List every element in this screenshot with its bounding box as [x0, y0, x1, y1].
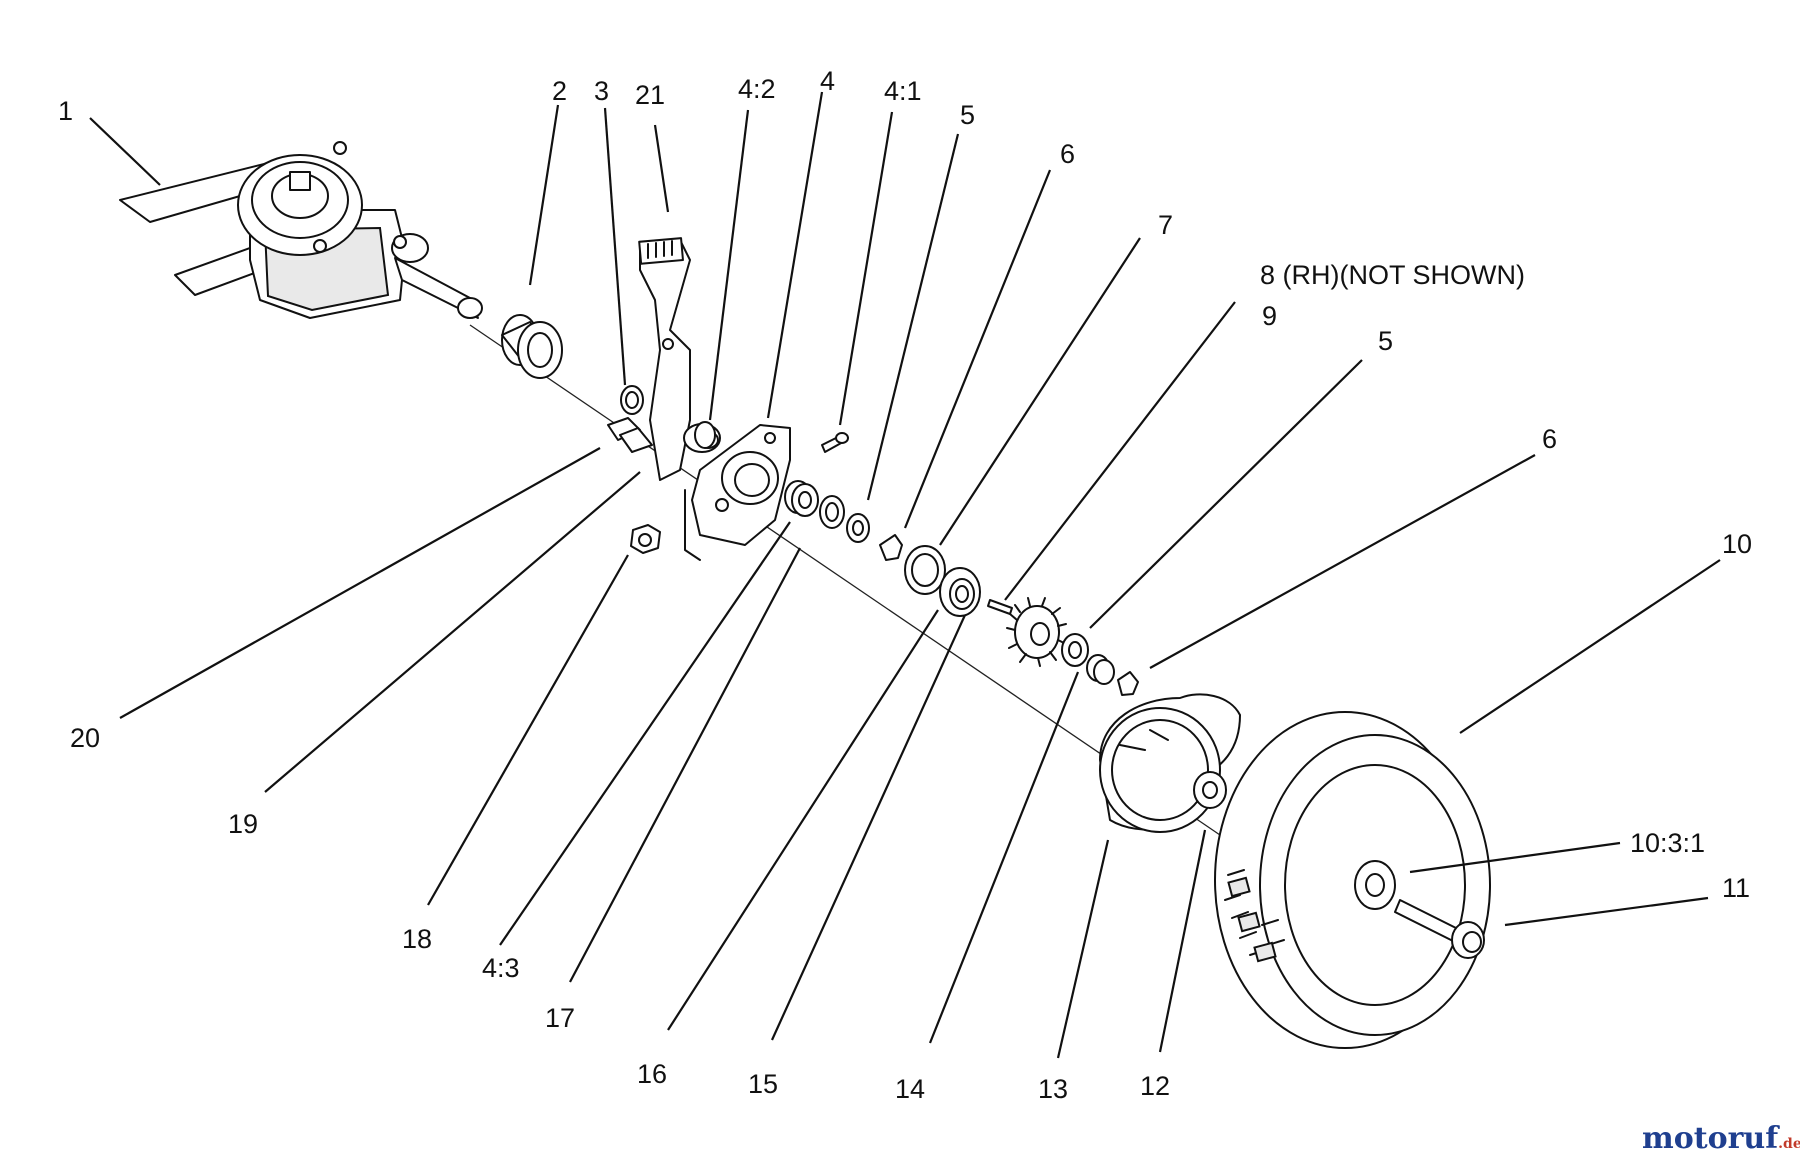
part-4-1-bolt: [821, 432, 849, 453]
callout-17: 17: [545, 1003, 575, 1033]
callout-6-lower: 6: [1542, 424, 1557, 454]
callout-11: 11: [1722, 873, 1750, 903]
transmission-assembly: [119, 141, 483, 319]
callout-14: 14: [895, 1074, 925, 1104]
callout-19: 19: [228, 809, 258, 839]
callout-2: 2: [552, 76, 567, 106]
callout-3: 3: [594, 76, 609, 106]
part-11-shoulder-bolt: [1394, 899, 1485, 959]
callout-9: 9: [1262, 301, 1277, 331]
watermark-brand: motoruf: [1642, 1121, 1780, 1156]
callout-4-1: 4:1: [884, 76, 922, 106]
part-15-bearing: [939, 567, 981, 617]
part-4-bracket-plate: [684, 424, 791, 561]
part-5-washer-first: [846, 513, 870, 543]
watermark-suffix: .de: [1778, 1136, 1800, 1152]
callout-10: 10: [1722, 529, 1752, 559]
part-6-clip-first: [879, 534, 903, 561]
part-3-washer: [620, 385, 644, 415]
part-16-washer: [819, 495, 845, 529]
part-10-wheel: [1214, 711, 1491, 1049]
part-19-20-screw: [607, 417, 653, 453]
callout-20: 20: [70, 723, 100, 753]
part-6-clip-second: [1117, 671, 1139, 696]
callout-13: 13: [1038, 1074, 1068, 1104]
callout-12: 12: [1140, 1071, 1170, 1101]
callout-8: 8 (RH)(NOT SHOWN): [1260, 260, 1525, 290]
watermark-logo: motoruf.de: [1642, 1121, 1800, 1156]
svg-text:motoruf.de: motoruf.de: [1642, 1121, 1800, 1156]
part-4-2-bushing: [694, 421, 716, 449]
callout-21: 21: [635, 80, 665, 110]
callout-labels: 1 2 3 21 4:2 4 4:1 5 6 7 8 (RH)(NOT SHOW…: [58, 66, 1752, 1104]
callout-4: 4: [820, 66, 835, 96]
part-spacer: [1086, 654, 1115, 685]
part-7-washer: [904, 545, 946, 595]
callout-10-3-1: 10:3:1: [1630, 828, 1705, 858]
part-17-bearing: [784, 480, 819, 517]
callout-4-3: 4:3: [482, 953, 520, 983]
callout-1: 1: [58, 96, 73, 126]
part-2-bushing: [501, 314, 563, 379]
assembly-axis: [469, 324, 1221, 836]
part-18-nut: [630, 524, 661, 554]
leader-lines: [89, 91, 1721, 1059]
part-13-gear-cover: [1099, 693, 1241, 833]
callout-15: 15: [748, 1069, 778, 1099]
part-5-washer-second: [1061, 633, 1089, 667]
part-14-pinion-gear: [1006, 597, 1067, 667]
callout-16: 16: [637, 1059, 667, 1089]
callout-6-upper: 6: [1060, 139, 1075, 169]
callout-5-upper: 5: [960, 100, 975, 130]
callout-4-2: 4:2: [738, 74, 776, 104]
callout-5-lower: 5: [1378, 326, 1393, 356]
callout-7: 7: [1158, 210, 1173, 240]
callout-18: 18: [402, 924, 432, 954]
part-12-washer: [1193, 771, 1227, 809]
part-9-key: [987, 599, 1013, 615]
